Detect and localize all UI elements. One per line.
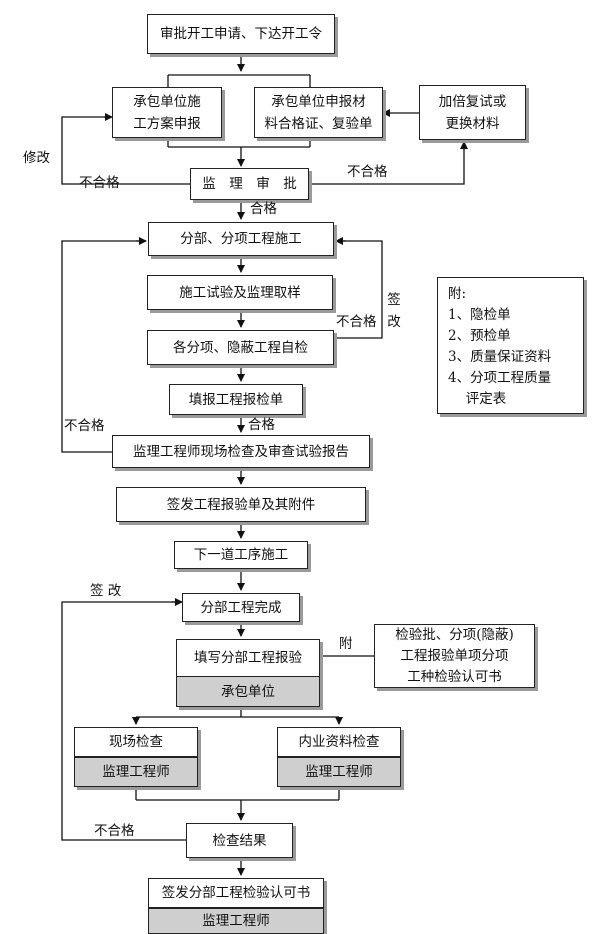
note-item: 2、预检单 [448, 328, 511, 344]
label-fail-site: 不合格 [64, 418, 105, 434]
note-item: 1、隐检单 [448, 307, 511, 323]
step-contractor-materials: 承包单位申报材 料合格证、复验单 [254, 87, 383, 138]
step-issue-report: 签发工程报验单及其附件 [116, 487, 366, 522]
label-modify: 修改 [23, 150, 50, 166]
role-contractor: 承包单位 [176, 676, 320, 707]
step-inspection-certificates: 检验批、分项(隐蔽) 工程报验单项分项 工种检验认可书 [374, 624, 535, 688]
note-attachments: 附: 1、隐检单 2、预检单 3、质量保证资料 4、分项工程质量 评定表 [437, 277, 584, 414]
step-sub-construction: 分部、分项工程施工 [148, 222, 334, 256]
role-engineer-final: 监理工程师 [148, 908, 324, 934]
step-self-inspection: 各分项、隐蔽工程自检 [147, 330, 334, 365]
role-engineer-docs: 监理工程师 [277, 757, 401, 787]
role-engineer-site: 监理工程师 [74, 757, 198, 787]
step-start-approval: 审批开工申请、下达开工令 [147, 14, 335, 54]
step-document-check: 内业资料检查 [277, 727, 401, 757]
step-division-complete: 分部工程完成 [182, 593, 300, 622]
step-test-sampling: 施工试验及监理取样 [147, 275, 333, 310]
label-fail-left: 不合格 [79, 175, 120, 191]
step-inspection-form: 填报工程报检单 [169, 384, 303, 415]
label-revise-2: 签 改 [90, 583, 122, 599]
label-fail-result: 不合格 [94, 823, 135, 839]
label-attached: 附 [339, 636, 353, 652]
label-fail-selfcheck: 不合格 [336, 314, 377, 330]
note-item: 评定表 [448, 391, 507, 407]
step-contractor-plan: 承包单位施 工方案申报 [112, 87, 222, 138]
step-supervision-approval: 监 理 审 批 [190, 168, 309, 200]
step-division-report: 填写分部工程报验 [176, 639, 320, 677]
step-retest-materials: 加倍复试或 更换材料 [419, 85, 526, 140]
label-revise-vertical: 签改 [387, 292, 401, 330]
step-next-process: 下一道工序施工 [174, 541, 308, 569]
label-pass-1: 合格 [250, 201, 277, 217]
note-item: 3、质量保证资料 [448, 349, 552, 365]
step-engineer-site-check: 监理工程师现场检查及审查试验报告 [112, 435, 370, 468]
label-fail-right: 不合格 [347, 164, 388, 180]
step-issue-division-certificate: 签发分部工程检验认可书 [148, 878, 324, 908]
note-item: 4、分项工程质量 [448, 370, 552, 386]
note-title: 附: [448, 286, 467, 302]
step-site-check: 现场检查 [74, 727, 198, 757]
label-pass-2: 合格 [248, 417, 275, 433]
step-check-result: 检查结果 [186, 823, 293, 858]
